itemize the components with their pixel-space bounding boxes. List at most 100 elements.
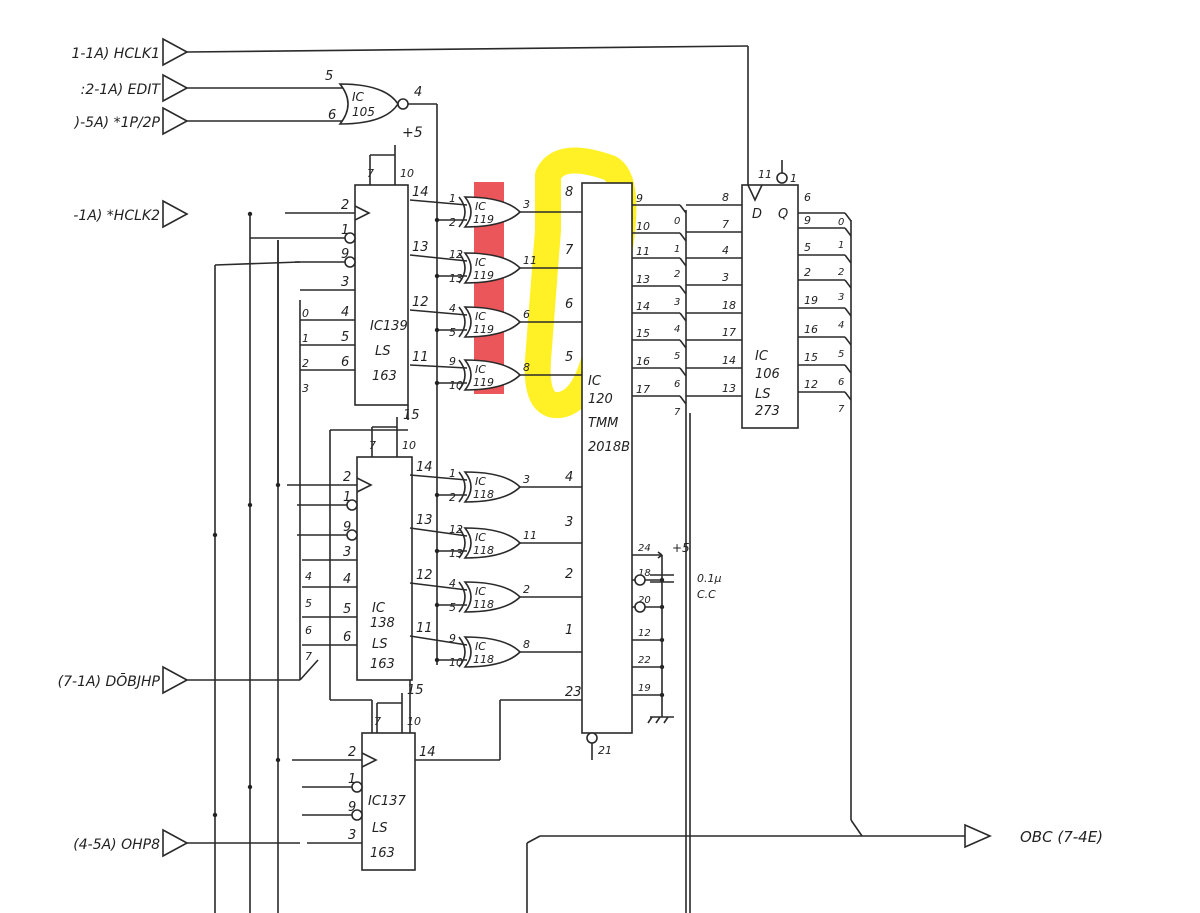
gate-ic-label: IC xyxy=(475,310,486,323)
input-signal-label: )-5A) *1P/2P xyxy=(74,115,161,131)
gate-ic-label: 118 xyxy=(473,488,494,501)
clock-input-icon xyxy=(361,752,378,768)
clock-input-icon xyxy=(356,477,373,493)
bus-bit-label: 2 xyxy=(302,357,309,370)
pin-label: 4 xyxy=(414,85,422,100)
wire xyxy=(844,254,852,264)
pin-label: 11 xyxy=(523,529,537,542)
pin-label: 9 xyxy=(348,800,356,815)
pin-label: 5 xyxy=(804,241,811,254)
power-arrow-icon xyxy=(657,551,663,559)
input-buffer-icon xyxy=(162,828,189,858)
pin-label: 8 xyxy=(523,638,530,651)
bus-bit-label: 3 xyxy=(302,382,309,395)
ic106-label: 106 xyxy=(755,367,780,382)
junction-dot xyxy=(275,757,281,763)
pin-label: 1 xyxy=(790,172,797,185)
xor-gate-back-curve xyxy=(458,306,466,338)
inversion-bubble xyxy=(634,574,646,586)
pin-label: 4 xyxy=(722,244,729,257)
pin-label: 6 xyxy=(565,297,573,312)
pin-label: 3 xyxy=(523,473,530,486)
pin-label: 13 xyxy=(636,273,650,286)
pin-label: 2 xyxy=(449,491,456,504)
pin-label: 16 xyxy=(804,323,818,336)
pin-label: 2 xyxy=(523,583,530,596)
ic138-label: IC xyxy=(372,601,386,616)
pin-label: 14 xyxy=(419,745,436,760)
pin-label: 1 xyxy=(343,490,351,505)
wire xyxy=(409,254,468,262)
pin-label: 14 xyxy=(722,354,736,367)
pin-label: 3 xyxy=(341,275,349,290)
pin-label: 9 xyxy=(343,520,351,535)
ic139-label: 163 xyxy=(372,369,397,384)
gate-ic-label: 119 xyxy=(473,213,494,226)
input-buffer-icon xyxy=(162,73,189,103)
pin-label: 12 xyxy=(804,378,818,391)
wire xyxy=(844,336,852,346)
junction-dot xyxy=(434,380,440,386)
ic138-label: 138 xyxy=(370,616,395,631)
wire xyxy=(409,364,468,369)
ic139-chip xyxy=(354,184,409,406)
pin-label: 6 xyxy=(343,630,351,645)
bus-bit-label: 7 xyxy=(838,404,845,415)
gate-ic-label: 118 xyxy=(473,653,494,666)
pin-label: 2 xyxy=(565,567,573,582)
pin-label: 6 xyxy=(328,108,336,123)
power-label: +5 xyxy=(402,125,423,141)
gate-ic-label: 118 xyxy=(473,544,494,557)
pin-label: 20 xyxy=(638,595,651,606)
capacitor-label: C.C xyxy=(697,588,716,601)
pin-label: 15 xyxy=(804,351,818,364)
ic139-label: LS xyxy=(375,344,391,359)
inversion-bubble xyxy=(634,601,646,613)
pin-label: 12 xyxy=(449,248,463,261)
bus-bit-label: 2 xyxy=(674,269,680,280)
ic120-label: 120 xyxy=(588,392,613,407)
junction-dot xyxy=(434,327,440,333)
pin-label: 4 xyxy=(341,305,349,320)
pin-label: 10 xyxy=(402,439,416,452)
gate-ic-label: 118 xyxy=(473,598,494,611)
ic137-label: LS xyxy=(372,821,388,836)
bus-bit-label: 3 xyxy=(674,297,680,308)
ic118_gates-xor-gate xyxy=(463,581,522,613)
pin-label: 14 xyxy=(416,460,433,475)
ic106-label: 273 xyxy=(755,404,780,419)
wire xyxy=(679,232,687,242)
wire xyxy=(409,199,468,206)
pin-label: 6 xyxy=(804,191,811,204)
pin-label: 11 xyxy=(758,168,772,181)
bus-bit-label: 0 xyxy=(302,307,309,320)
ic139-label: IC139 xyxy=(370,319,408,334)
pin-label: 5 xyxy=(449,601,456,614)
wire xyxy=(299,659,319,681)
d-label: D xyxy=(752,207,762,222)
ic106-label: IC xyxy=(755,349,769,364)
capacitor-label: +5 xyxy=(672,541,690,555)
pin-label: 13 xyxy=(412,240,429,255)
pin-label: 3 xyxy=(722,271,729,284)
junction-dot xyxy=(434,657,440,663)
pin-label: 17 xyxy=(722,326,736,339)
clock-input-icon xyxy=(747,184,763,202)
bus-bit-label: 0 xyxy=(674,216,680,227)
gate-ic-label: IC xyxy=(475,475,486,488)
pin-label: 3 xyxy=(523,198,530,211)
wire xyxy=(526,835,541,844)
pin-label: 2 xyxy=(343,470,351,485)
pin-label: 6 xyxy=(523,308,530,321)
ic105-nor-gate xyxy=(338,83,399,125)
wire xyxy=(844,391,852,401)
pin-label: 12 xyxy=(416,568,433,583)
pin-label: 24 xyxy=(638,543,651,554)
pin-label: 22 xyxy=(638,655,651,666)
xor-gate-back-curve xyxy=(458,471,466,503)
pin-label: 12 xyxy=(412,295,429,310)
pin-label: 13 xyxy=(449,547,463,560)
xor-gate-back-curve xyxy=(458,527,466,559)
pin-label: 9 xyxy=(449,355,456,368)
